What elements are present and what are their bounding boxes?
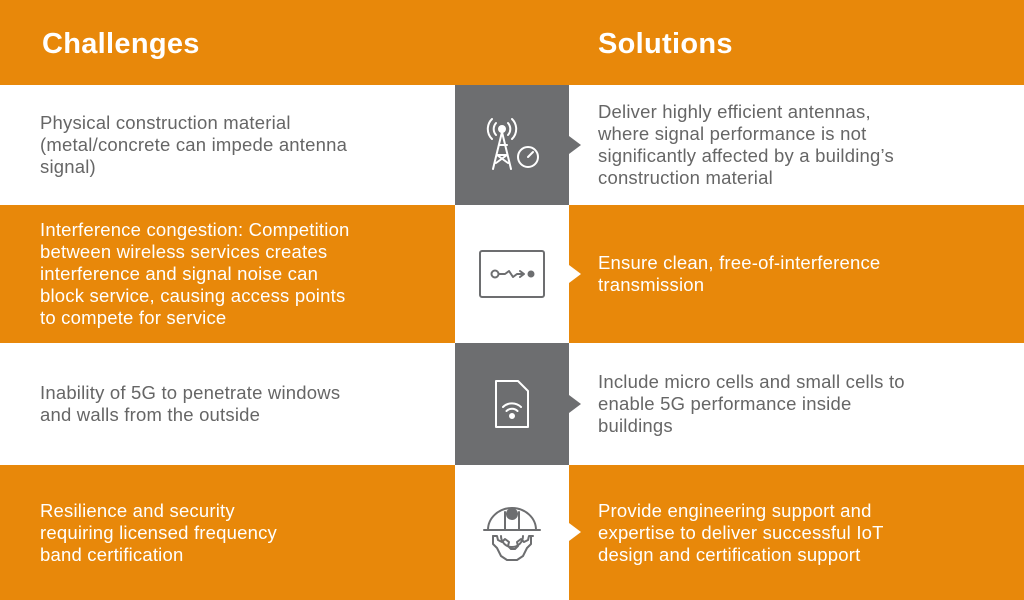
- challenge-text: Interference congestion: Competition bet…: [40, 219, 350, 328]
- engineer-helmet-gear-icon: [455, 465, 569, 600]
- row-arrow: [569, 136, 581, 154]
- challenge-text: Physical construction material (metal/co…: [40, 112, 348, 177]
- solution-text: Provide engineering support and expertis…: [598, 499, 884, 565]
- challenges-heading: Challenges: [42, 28, 200, 60]
- row-arrow: [569, 265, 581, 283]
- row-arrow: [569, 523, 581, 541]
- solution-text: Deliver highly efficient antennas, where…: [598, 101, 894, 188]
- row-construction-material: Physical construction material (metal/co…: [0, 85, 1024, 205]
- header-bar: Challenges Solutions: [0, 0, 1024, 85]
- row-arrow: [569, 395, 581, 413]
- challenge-text: Resilience and security requiring licens…: [40, 499, 277, 565]
- antenna-tower-gauge-icon: [455, 85, 569, 205]
- row-resilience-security: Resilience and security requiring licens…: [0, 465, 1024, 600]
- solutions-heading: Solutions: [598, 28, 733, 60]
- signal-transmission-icon: [455, 205, 569, 343]
- challenge-text: Inability of 5G to penetrate windows and…: [40, 382, 341, 425]
- solution-text: Include micro cells and small cells to e…: [598, 371, 905, 436]
- solution-text: Ensure clean, free-of-interference trans…: [598, 252, 881, 295]
- sim-wifi-icon: [455, 343, 569, 465]
- row-5g-penetration: Inability of 5G to penetrate windows and…: [0, 343, 1024, 465]
- row-interference: Interference congestion: Competition bet…: [0, 205, 1024, 343]
